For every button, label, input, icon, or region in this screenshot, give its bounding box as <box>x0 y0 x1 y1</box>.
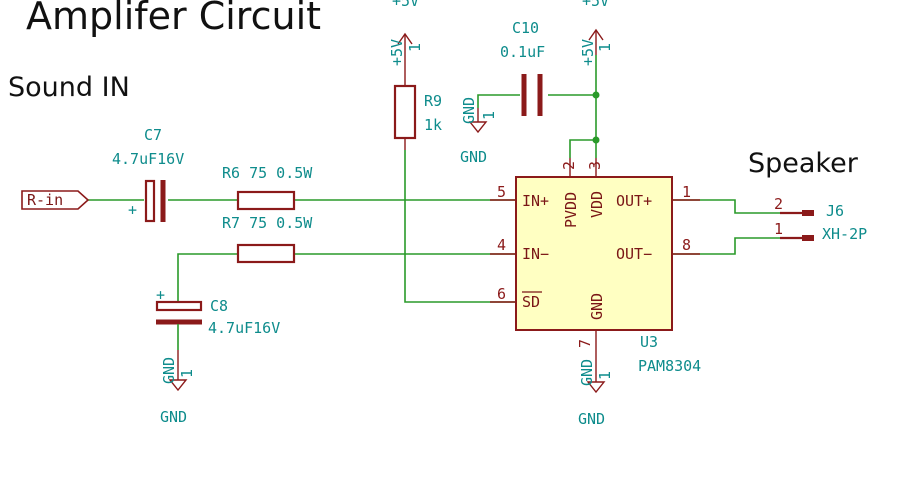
wire-rail-pvdd <box>569 139 596 158</box>
wire-out-minus-j6 <box>672 237 780 255</box>
wire-c10-gnd <box>477 94 520 108</box>
svg-text:2: 2 <box>774 195 783 213</box>
r9-ref: R9 <box>424 92 442 110</box>
pin-out-minus-number: 8 <box>682 236 691 254</box>
svg-text:GND: GND <box>578 359 596 386</box>
svg-text:1: 1 <box>406 43 424 52</box>
pin-vdd-name: VDD <box>588 191 606 218</box>
svg-text:+5V: +5V <box>392 0 419 10</box>
pin-in-minus-number: 4 <box>497 236 506 254</box>
wires <box>88 55 780 303</box>
svg-text:GND: GND <box>160 408 187 426</box>
ic-value: PAM8304 <box>638 357 701 375</box>
power-5v-rail: +5V +5V 1 <box>579 0 614 66</box>
r7-label: R7 75 0.5W <box>222 214 313 232</box>
connector-j6: 2 1 J6 XH-2P <box>774 195 867 243</box>
ground-c10: GND 1 GND <box>460 97 498 166</box>
svg-text:1: 1 <box>596 43 614 52</box>
pin-gnd-name: GND <box>588 293 606 320</box>
svg-text:+: + <box>156 286 165 304</box>
junction-dot <box>592 91 600 99</box>
svg-text:+5V: +5V <box>579 39 597 66</box>
resistor-r9: R9 1k <box>393 60 442 150</box>
j6-value: XH-2P <box>822 225 867 243</box>
svg-text:+5V: +5V <box>388 39 406 66</box>
svg-text:+: + <box>128 201 137 219</box>
capacitor-c8: + C8 4.7uF16V <box>155 286 280 350</box>
resistor-r6: R6 75 0.5W <box>222 164 313 211</box>
ic-ref: U3 <box>640 333 658 351</box>
speaker-label: Speaker <box>748 148 858 179</box>
c7-ref: C7 <box>144 126 162 144</box>
r9-value: 1k <box>424 116 442 134</box>
c8-ref: C8 <box>210 297 228 315</box>
svg-text:1: 1 <box>596 371 614 380</box>
svg-text:1: 1 <box>480 111 498 120</box>
svg-text:GND: GND <box>460 97 478 124</box>
pin-vdd-number: 3 <box>586 161 604 170</box>
c10-value: 0.1uF <box>500 43 545 61</box>
c10-ref: C10 <box>512 19 539 37</box>
pin-out-plus-name: OUT+ <box>616 192 652 210</box>
pin-out-minus-name: OUT− <box>616 245 652 263</box>
ic-body <box>515 176 673 331</box>
ground-c8: GND 1 GND <box>160 350 196 426</box>
input-label-r-in: R-in <box>21 190 90 210</box>
pin-gnd-number: 7 <box>576 339 594 348</box>
pin-out-plus-number: 1 <box>682 183 691 201</box>
pin-sd-number: 6 <box>497 285 506 303</box>
svg-text:GND: GND <box>160 357 178 384</box>
svg-text:+5V: +5V <box>582 0 609 10</box>
c8-value: 4.7uF16V <box>208 319 280 337</box>
pin-sd-name: SD <box>522 293 540 311</box>
wire-c8-r7 <box>177 253 238 302</box>
j6-ref: J6 <box>826 202 844 220</box>
power-5v-r9: +5V +5V 1 <box>388 0 424 66</box>
pin-in-minus-name: IN− <box>522 245 549 263</box>
svg-text:R-in: R-in <box>27 191 63 209</box>
sound-in-label: Sound IN <box>8 72 130 103</box>
wire-r9-sd <box>404 150 516 303</box>
capacitor-c7: + C7 4.7uF16V <box>112 126 184 223</box>
svg-text:1: 1 <box>774 220 783 238</box>
c7-value: 4.7uF16V <box>112 150 184 168</box>
svg-text:GND: GND <box>578 410 605 428</box>
resistor-r7: R7 75 0.5W <box>222 214 313 264</box>
capacitor-c10: C10 0.1uF <box>500 19 545 116</box>
wire-out-plus-j6 <box>672 199 780 214</box>
ic-u3: 5 4 6 1 8 2 3 7 IN+ IN− SD OUT+ OUT− PVD… <box>490 158 701 375</box>
junction-dot <box>592 136 600 144</box>
svg-text:1: 1 <box>178 369 196 378</box>
pin-in-plus-name: IN+ <box>522 192 549 210</box>
slide-title: Amplifer Circuit <box>26 0 322 38</box>
pin-in-plus-number: 5 <box>497 183 506 201</box>
svg-text:GND: GND <box>460 148 487 166</box>
r6-label: R6 75 0.5W <box>222 164 313 182</box>
pin-pvdd-name: PVDD <box>562 192 580 228</box>
ground-u3: GND 1 GND <box>578 359 614 428</box>
pin-pvdd-number: 2 <box>560 161 578 170</box>
